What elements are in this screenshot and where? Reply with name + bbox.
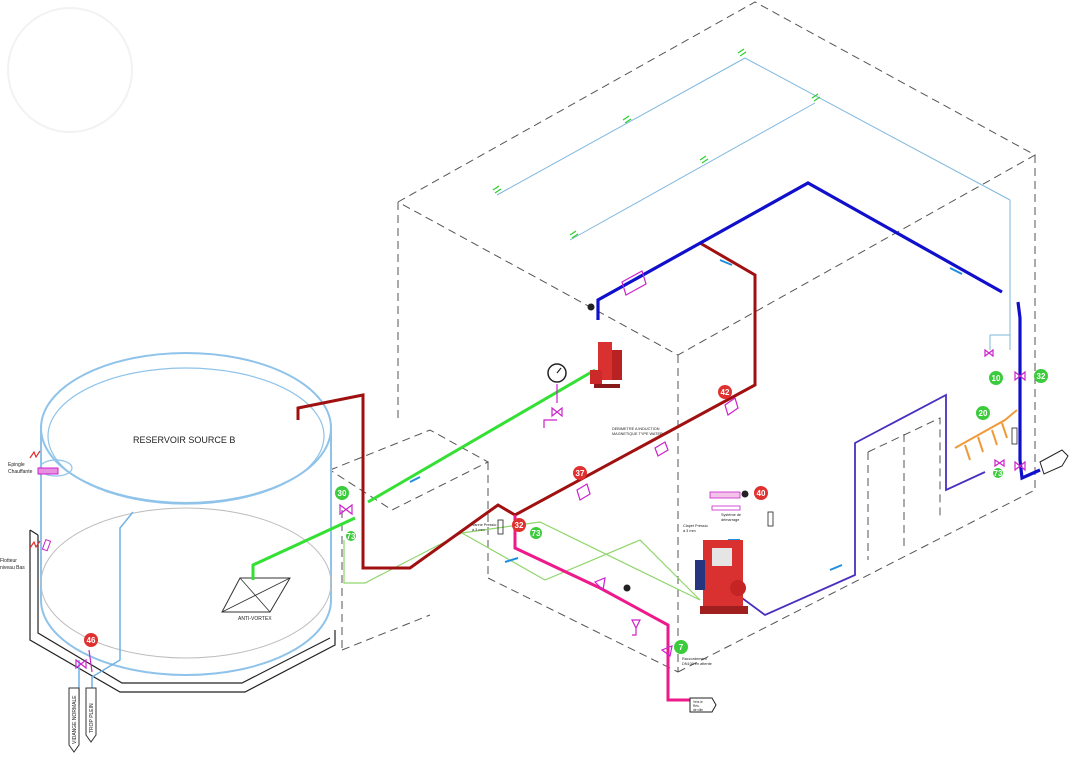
badge-42: 42 — [718, 385, 732, 399]
exit-tag-right — [1039, 449, 1069, 475]
heater-icon — [29, 450, 59, 475]
badge-73b: 73 — [530, 527, 542, 539]
outlet-tag-right: TROP PLEIN — [85, 687, 97, 743]
svg-text:32: 32 — [515, 521, 524, 530]
svg-text:Flotteur: Flotteur — [0, 558, 17, 564]
svg-text:10: 10 — [992, 374, 1001, 383]
valve-fittings — [339, 270, 1026, 658]
vanne-label: Vanne Pressio — [472, 523, 496, 527]
reservoir-label: RESERVOIR SOURCE B — [133, 435, 235, 445]
svg-text:46: 46 — [87, 636, 96, 645]
test-manifold — [954, 409, 1018, 461]
svg-text:73: 73 — [532, 529, 541, 538]
outlet-tag-left: VIDANGE NORMALE — [68, 687, 80, 753]
detector-label: DEBIMETRE A INDUCTION — [612, 427, 660, 431]
main-red-pipe — [296, 241, 757, 570]
drain-valve — [75, 649, 93, 673]
badge-10: 10 — [989, 371, 1003, 385]
svg-text:de ville: de ville — [693, 708, 703, 712]
svg-text:à 3 mm: à 3 mm — [683, 529, 696, 533]
svg-text:démarrage: démarrage — [721, 518, 739, 522]
float-icon — [29, 538, 52, 552]
svg-text:73: 73 — [347, 532, 356, 541]
anti-vortex-plate — [221, 577, 291, 613]
building-outline — [329, 1, 1037, 673]
svg-text:42: 42 — [721, 388, 730, 397]
svg-text:37: 37 — [576, 469, 585, 478]
badge-37: 37 — [573, 466, 587, 480]
clapet-label: Clapet Pressio — [683, 524, 708, 528]
svg-text:MAGNETIQUE TYPE WATER: MAGNETIQUE TYPE WATER — [612, 432, 663, 436]
svg-text:32: 32 — [1037, 372, 1046, 381]
svg-text:Chauffante: Chauffante — [8, 469, 33, 475]
systeme-label: Système de — [721, 513, 741, 517]
sprinkler-lines — [496, 57, 1011, 350]
svg-text:Epingle: Epingle — [8, 462, 25, 468]
badge-40: 40 — [754, 486, 768, 500]
anti-vortex-label: ANTI-VORTEX — [238, 616, 272, 622]
svg-text:7: 7 — [679, 643, 684, 652]
pressure-gauge-icon — [547, 363, 567, 383]
jockey-pump — [590, 342, 622, 388]
reservoir-tank — [29, 352, 336, 693]
svg-text:TROP PLEIN: TROP PLEIN — [89, 703, 95, 733]
svg-text:Rés.: Rés. — [693, 704, 700, 708]
test-line-thin — [461, 521, 701, 601]
tank-pipes — [78, 511, 134, 705]
discharge-pipe — [513, 515, 690, 702]
badge-30: 30 — [335, 486, 349, 500]
blue-main-pipe — [596, 181, 1041, 481]
exit-tag-city: Vers le Rés. de ville — [689, 697, 717, 713]
watermark-circle — [7, 7, 133, 133]
badge-32a: 32 — [512, 518, 526, 532]
svg-text:à 3 mm: à 3 mm — [472, 528, 485, 532]
svg-text:73: 73 — [994, 469, 1003, 478]
svg-text:VIDANGE NORMALE: VIDANGE NORMALE — [72, 695, 78, 744]
small-gauge-icons — [587, 303, 749, 592]
svg-text:niveau Bas: niveau Bas — [0, 565, 25, 571]
violet-pipe — [741, 393, 986, 617]
sprinkler-heads — [492, 48, 821, 239]
main-pump-skid — [695, 540, 748, 614]
badge-32b: 32 — [1034, 369, 1048, 383]
badge-7: 7 — [674, 640, 688, 654]
svg-text:DN100 en attente: DN100 en attente — [682, 662, 712, 666]
raccordement-label: Raccordement — [682, 657, 708, 661]
svg-text:30: 30 — [338, 489, 347, 498]
badge-73c: 73 — [993, 468, 1003, 478]
badge-73a: 73 — [346, 531, 356, 541]
svg-text:40: 40 — [757, 489, 766, 498]
badge-20: 20 — [976, 406, 990, 420]
svg-text:20: 20 — [979, 409, 988, 418]
badge-46: 46 — [84, 633, 98, 647]
control-strip — [497, 427, 1018, 535]
svg-text:Vers le: Vers le — [693, 700, 703, 704]
